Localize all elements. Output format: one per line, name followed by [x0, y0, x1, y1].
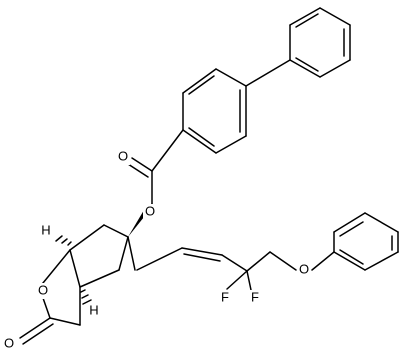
ester-carbonyl-oxygen-label: O: [118, 148, 128, 163]
stereo-hydrogen-top-label: H: [41, 222, 50, 237]
phenoxy-ring: [333, 212, 399, 271]
ether-oxygen-label: O: [299, 261, 309, 276]
atom-labels: O O O O O F F H H: [2, 148, 311, 352]
stereo-hydrogen-bottom-label: H: [89, 302, 98, 317]
ester-oxygen-label: O: [145, 203, 155, 218]
biphenyl-inner-ring: [182, 68, 247, 154]
hashed-bond-bottom: [80, 289, 92, 305]
biaryl-bond: [245, 59, 291, 87]
side-chain: [127, 236, 335, 291]
fluorine-label-1: F: [221, 289, 229, 304]
fluorine-label-2: F: [251, 289, 259, 304]
lactone-ring-oxygen-label: O: [38, 282, 48, 297]
hashed-bond-top: [55, 235, 72, 246]
biphenyl-terminal-ring: [289, 7, 351, 78]
lactone-carbonyl-oxygen-label: O: [4, 335, 14, 350]
ester-group: [127, 129, 184, 211]
